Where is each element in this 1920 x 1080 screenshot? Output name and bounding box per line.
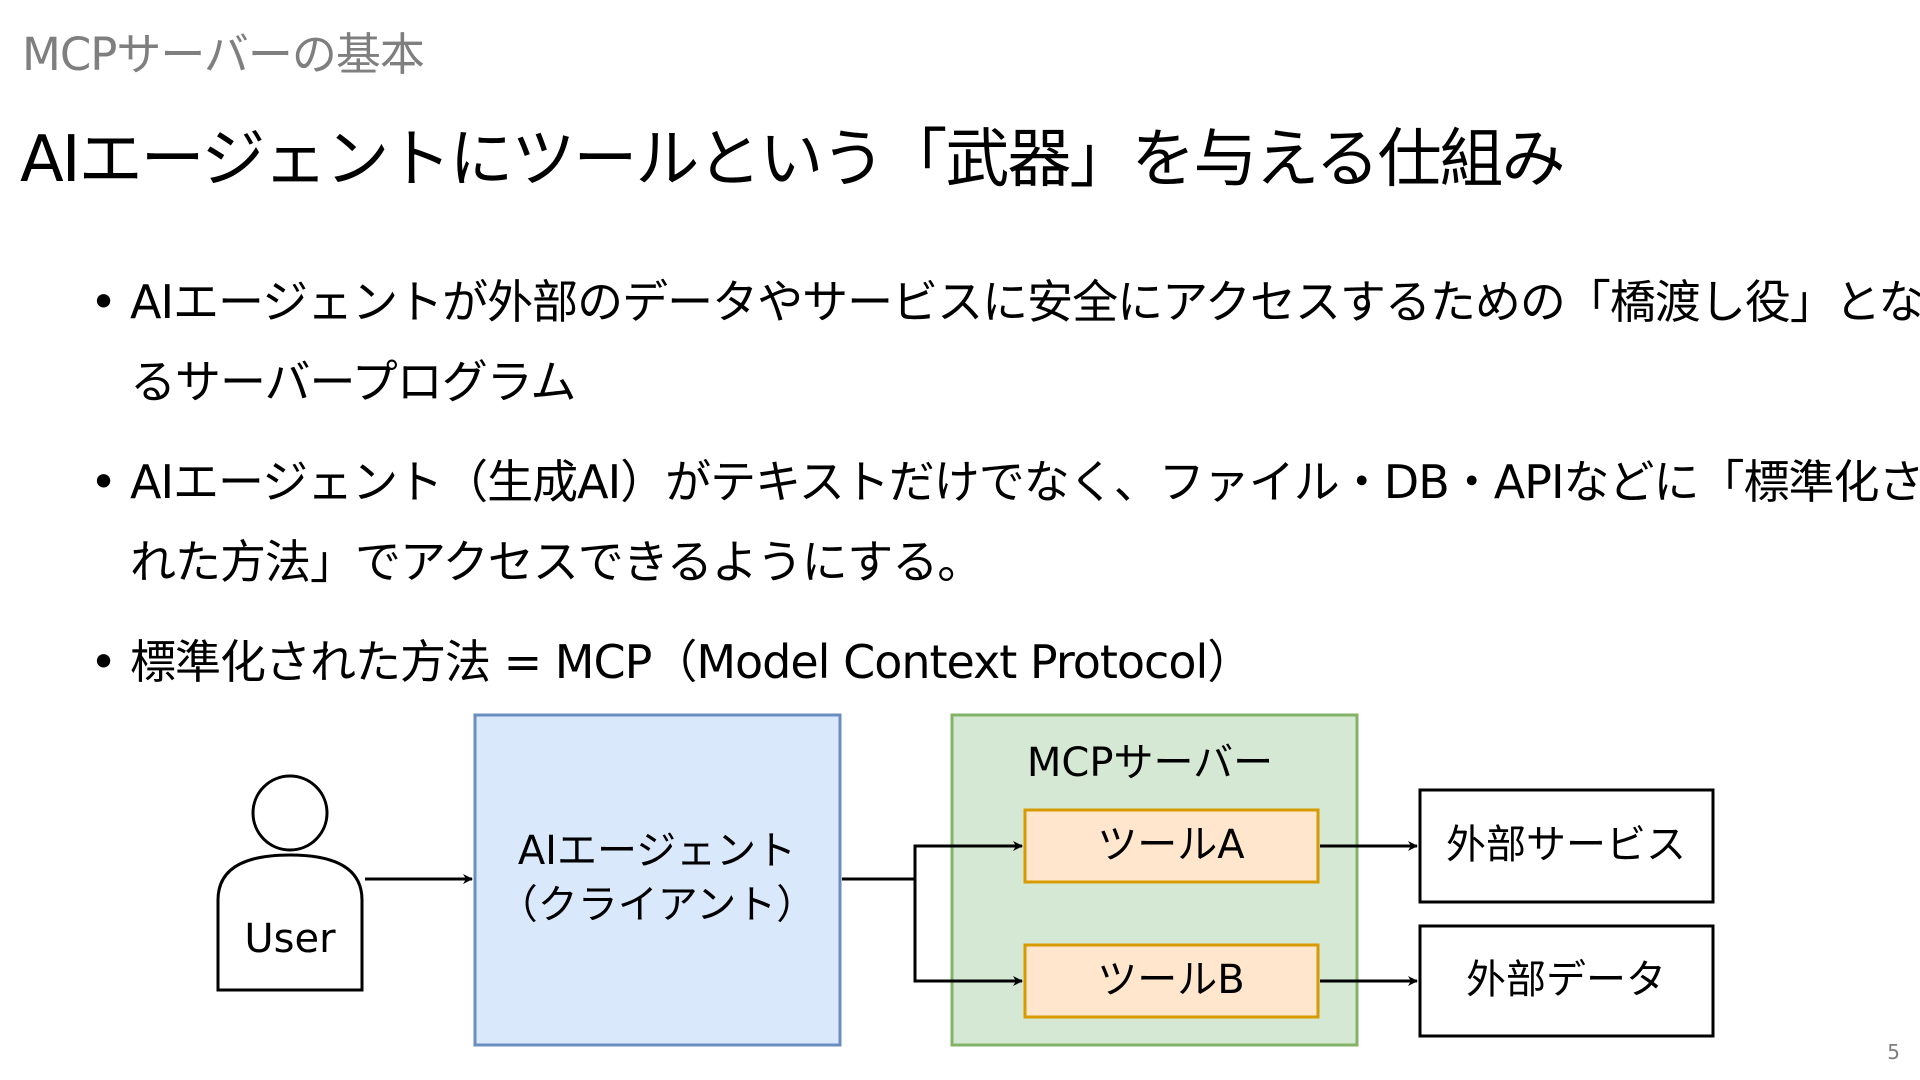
- bullet-line: るサーバープログラム: [130, 355, 576, 409]
- bullet-dot-icon: •: [90, 275, 117, 329]
- bullet-item: • AIエージェントが外部のデータやサービスに安全にアクセスするための「橋渡し役…: [90, 262, 1920, 422]
- slide-title: AIエージェントにツールという「武器」を与える仕組み: [20, 123, 1565, 197]
- user-actor: User: [216, 774, 364, 992]
- tool-b-box: [1025, 945, 1318, 1017]
- bullet-line: 標準化された方法 = MCP（Model Context Protocol）: [130, 635, 1253, 689]
- page-number: 5: [1887, 1040, 1900, 1064]
- bullet-line: AIエージェント（生成AI）がテキストだけでなく、ファイル・DB・APIなどに「…: [130, 455, 1920, 509]
- agent-box: [475, 715, 840, 1045]
- user-label: User: [244, 916, 336, 962]
- bullet-list: • AIエージェントが外部のデータやサービスに安全にアクセスするための「橋渡し役…: [90, 262, 1920, 722]
- tool-a-box-border: [1023, 808, 1320, 884]
- tool-b-label: ツールB: [1097, 957, 1244, 1003]
- agent-to-tool-b-arrow: [913, 879, 1023, 986]
- mcp-server-box-border: [950, 713, 1359, 1047]
- bullet-line: AIエージェントが外部のデータやサービスに安全にアクセスするための「橋渡し役」と…: [130, 275, 1920, 329]
- bullet-line: れた方法」でアクセスできるようにする。: [130, 535, 983, 589]
- tool-a-label: ツールA: [1097, 822, 1245, 868]
- tool-b-box-border: [1023, 943, 1320, 1019]
- tool-a-box: [1025, 810, 1318, 882]
- bullet-dot-icon: •: [90, 455, 117, 509]
- agent-to-tool-a-arrow: [913, 841, 1023, 879]
- bullet-item: • AIエージェント（生成AI）がテキストだけでなく、ファイル・DB・APIなど…: [90, 442, 1920, 602]
- external-service-box: [1418, 788, 1715, 904]
- mcp-server-label: MCPサーバー: [1027, 740, 1273, 786]
- agent-sublabel: （クライアント）: [498, 882, 816, 928]
- section-label: MCPサーバーの基本: [22, 28, 425, 81]
- external-data-box: [1418, 924, 1715, 1038]
- bullet-dot-icon: •: [90, 635, 117, 689]
- external-data-label: 外部データ: [1466, 957, 1666, 1003]
- bullet-item: • 標準化された方法 = MCP（Model Context Protocol）: [90, 622, 1910, 702]
- agent-label: AIエージェント: [518, 828, 796, 874]
- agent-box-border: [473, 713, 842, 1047]
- external-service-label: 外部サービス: [1446, 822, 1686, 868]
- user-body-icon: [216, 853, 364, 992]
- user-head-icon: [251, 774, 329, 852]
